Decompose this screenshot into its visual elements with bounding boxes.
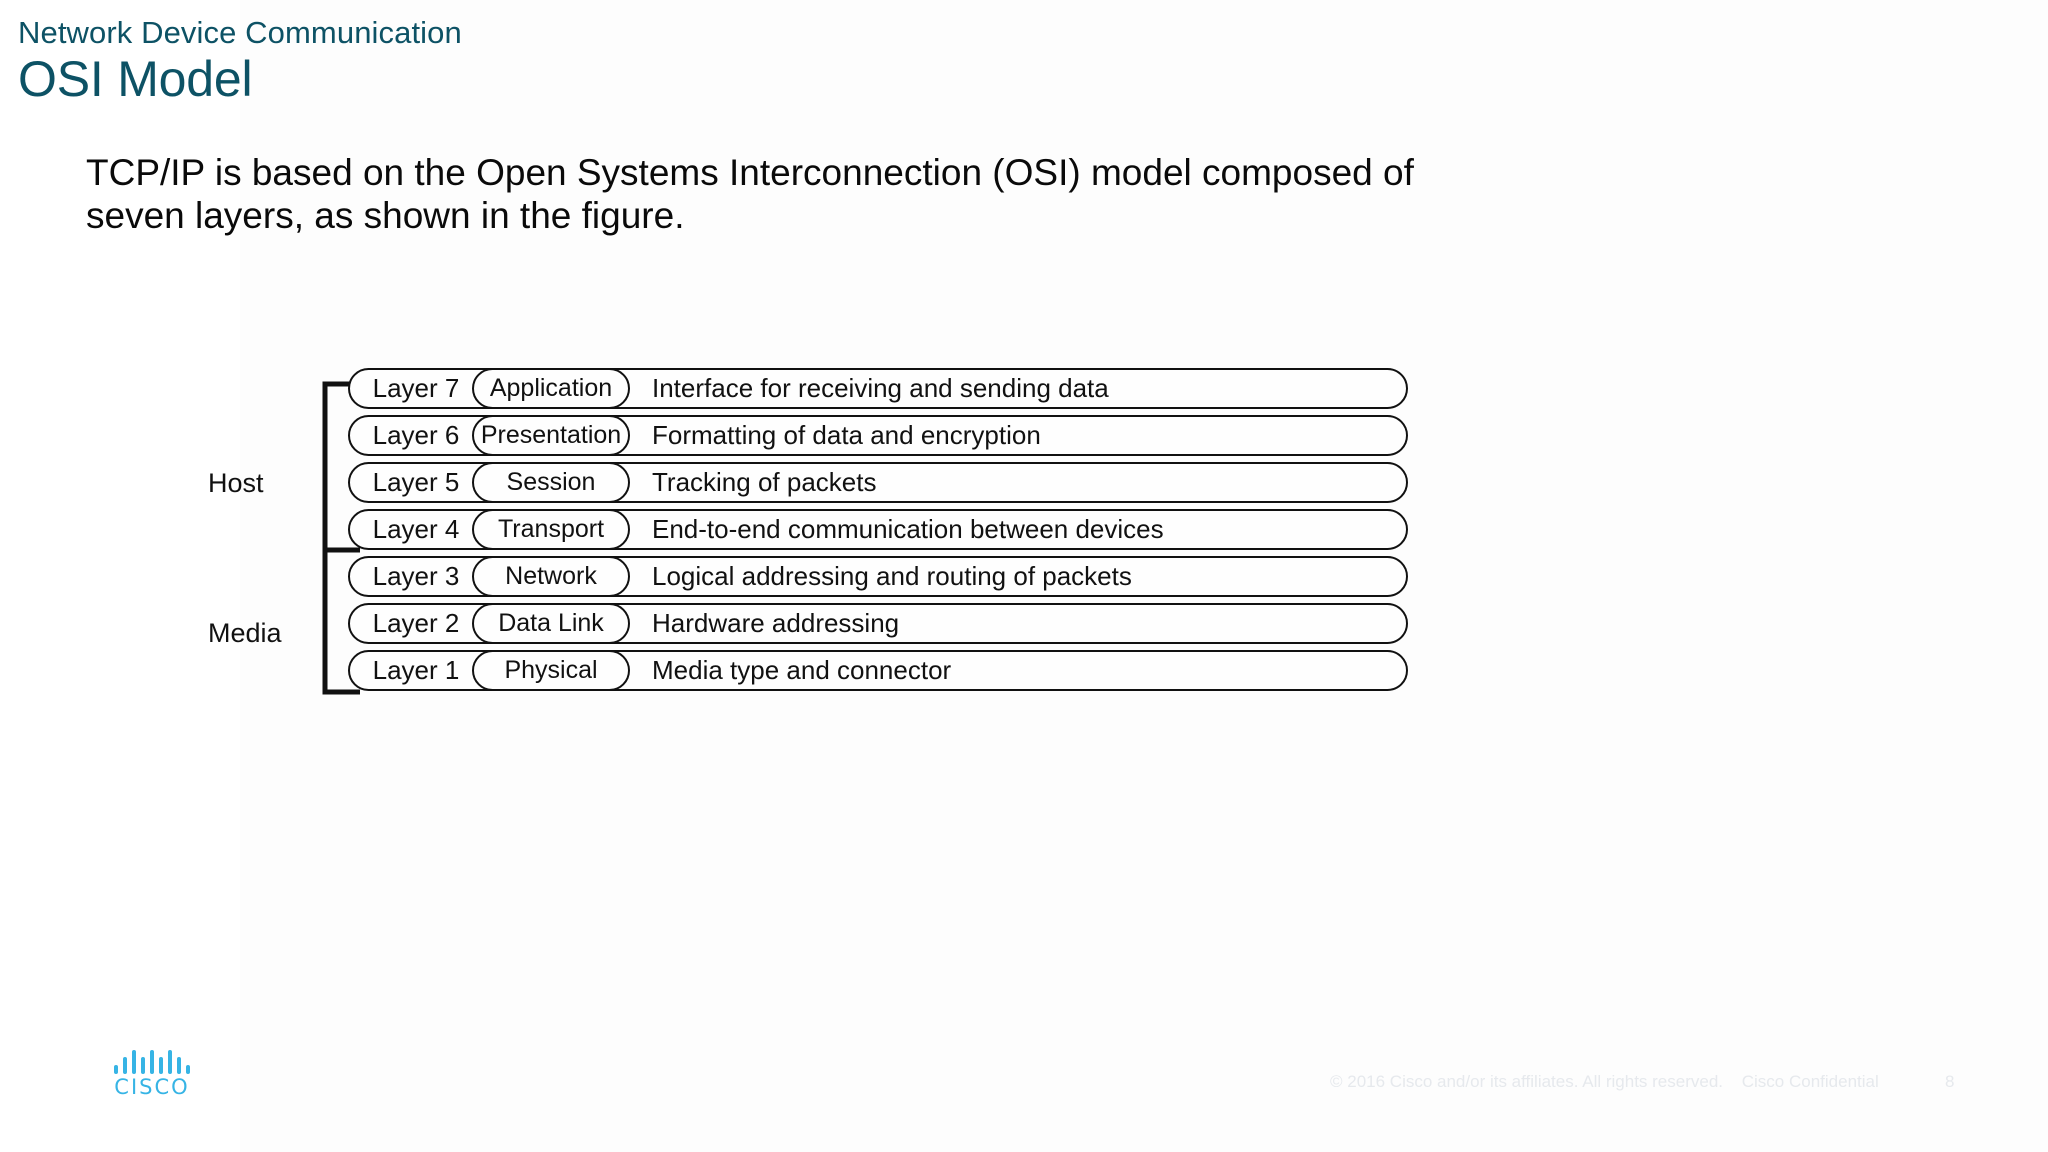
layer-description-4: End-to-end communication between devices (652, 514, 1164, 544)
body-paragraph: TCP/IP is based on the Open Systems Inte… (86, 152, 1414, 236)
layer-number-1: Layer 1 (372, 655, 460, 685)
osi-layer-row-2: Layer 2 Data Link Hardware addressing (348, 603, 1408, 644)
layer-name-3: Network (472, 556, 630, 597)
bracket-label-media: Media (208, 618, 282, 648)
layer-number-6: Layer 6 (372, 420, 460, 450)
bracket-label-host: Host (208, 468, 264, 498)
layer-description-2: Hardware addressing (652, 608, 900, 638)
osi-layer-row-6: Layer 6 Presentation Formatting of data … (348, 415, 1408, 456)
title-block: Network Device Communication OSI Model (18, 15, 1418, 108)
cisco-bars-icon (114, 1048, 190, 1074)
layer-name-7: Application (472, 368, 630, 409)
osi-layer-rows: Layer 7 Application Interface for receiv… (348, 368, 1408, 691)
layer-name-4: Transport (472, 509, 630, 550)
page-title: OSI Model (18, 51, 253, 108)
layer-name-2: Data Link (472, 603, 630, 644)
osi-model-diagram: Host Media Layer 7 Application Interface… (200, 368, 1660, 695)
page-number: 8 (1945, 1072, 1955, 1091)
osi-layer-row-1: Layer 1 Physical Media type and connecto… (348, 650, 1408, 691)
layer-description-1: Media type and connector (652, 655, 952, 685)
layer-description-3: Logical addressing and routing of packet… (652, 561, 1132, 591)
bracket-label-group: Host Media (200, 368, 380, 648)
footer-copyright-text: © 2016 Cisco and/or its affiliates. All … (1330, 1072, 1724, 1091)
layer-number-7: Layer 7 (372, 373, 460, 403)
layer-name-6: Presentation (472, 415, 630, 456)
osi-layer-row-5: Layer 5 Session Tracking of packets (348, 462, 1408, 503)
osi-layer-row-4: Layer 4 Transport End-to-end communicati… (348, 509, 1408, 550)
layer-number-4: Layer 4 (372, 514, 460, 544)
layer-number-2: Layer 2 (372, 608, 460, 638)
layer-number-3: Layer 3 (372, 561, 460, 591)
layer-description-6: Formatting of data and encryption (652, 420, 1041, 450)
footer-confidential-tag: Cisco Confidential (1741, 1072, 1879, 1091)
footer-copyright: © 2016 Cisco and/or its affiliates. All … (1330, 1072, 1893, 1092)
cisco-wordmark: CISCO (114, 1075, 190, 1099)
cisco-logo: CISCO (107, 1048, 197, 1106)
layer-name-1: Physical (472, 650, 630, 691)
layer-description-5: Tracking of packets (652, 467, 877, 497)
slide-eyebrow: Network Device Communication (18, 15, 462, 50)
layer-name-5: Session (472, 462, 630, 503)
host-media-bracket-icon (322, 381, 360, 695)
osi-layer-row-3: Layer 3 Network Logical addressing and r… (348, 556, 1408, 597)
layer-description-7: Interface for receiving and sending data (652, 373, 1109, 403)
osi-layer-row-7: Layer 7 Application Interface for receiv… (348, 368, 1408, 409)
layer-number-5: Layer 5 (372, 467, 460, 497)
